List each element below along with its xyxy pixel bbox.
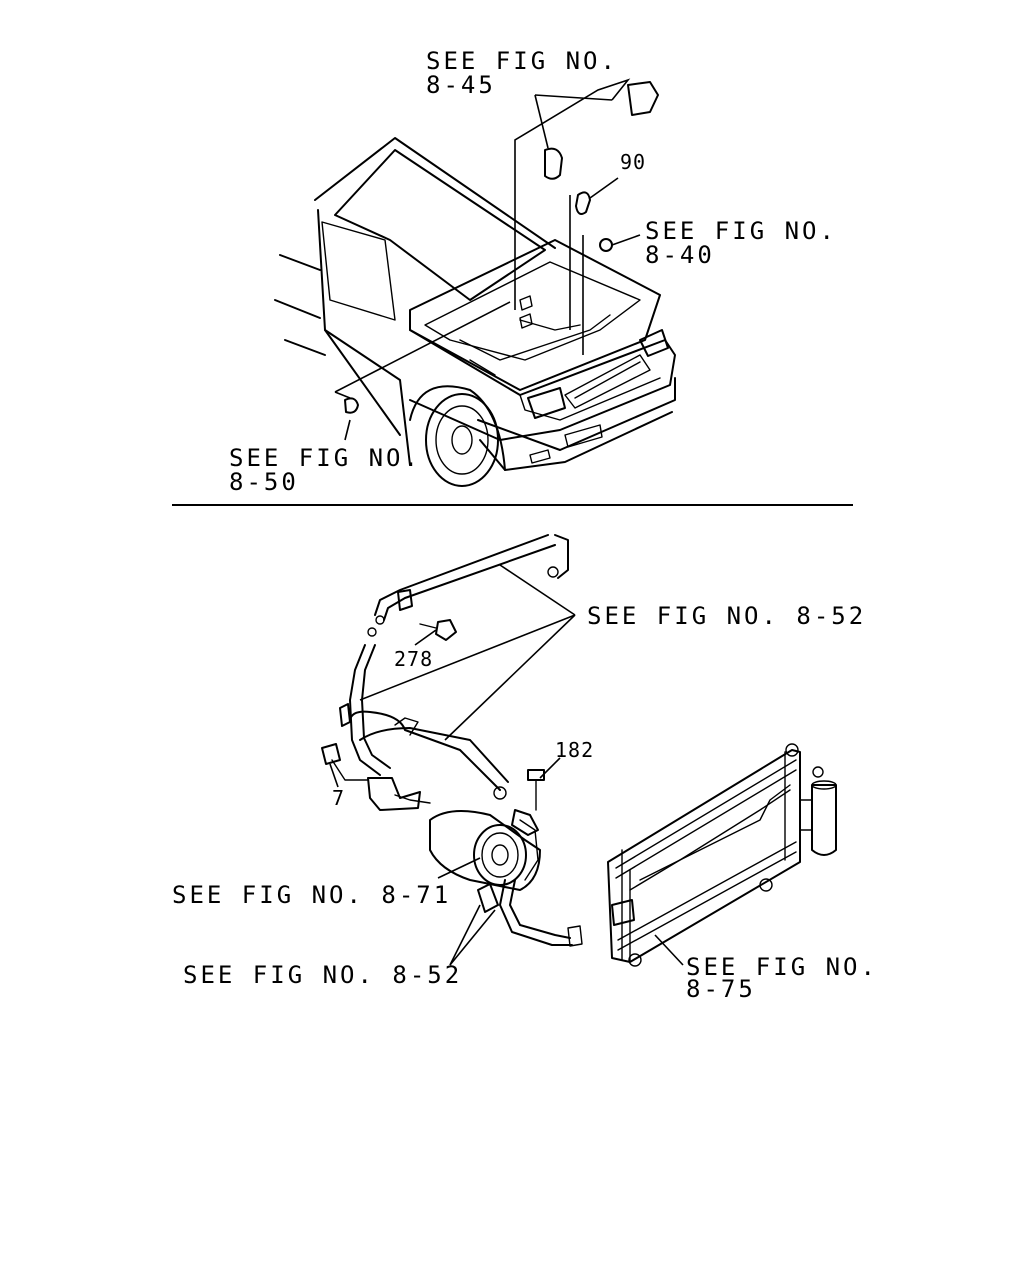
ref-fig-8-75-line2: 8-75 [686,975,756,1003]
part-number-7: 7 [332,786,346,810]
top-leader-lines [334,78,659,441]
ref-fig-8-71: SEE FIG NO. 8-71 [172,881,452,909]
ref-fig-8-50-line1: SEE FIG NO. [229,444,421,472]
condenser [607,743,801,967]
part-number-278: 278 [394,647,434,671]
ref-fig-8-40-line2: 8-40 [645,241,715,269]
part-number-182: 182 [555,738,595,762]
ref-fig-8-40-line1: SEE FIG NO. [645,217,837,245]
receiver-drier [799,766,837,856]
ref-fig-8-52-bottom: SEE FIG NO. 8-52 [183,961,463,989]
ac-system-illustration [321,534,837,967]
compressor [429,810,541,891]
ref-fig-8-52-top: SEE FIG NO. 8-52 [587,602,867,630]
ref-fig-8-45-line1: SEE FIG NO. [426,47,618,75]
ref-fig-8-75-line1: SEE FIG NO. [686,953,878,981]
ref-fig-8-50-line2: 8-50 [229,468,299,496]
part-number-90: 90 [620,150,647,174]
ref-fig-8-45-line2: 8-45 [426,71,496,99]
truck-illustration [274,137,676,487]
